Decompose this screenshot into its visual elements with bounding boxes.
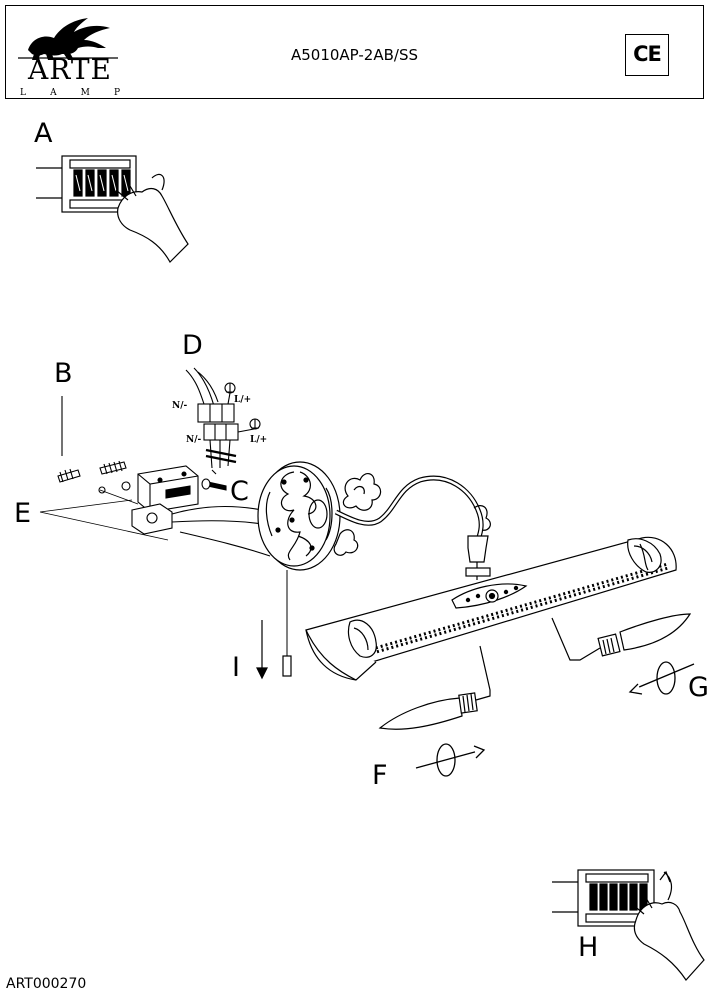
bulb-f-icon <box>378 645 491 730</box>
lamp-shade <box>305 536 677 681</box>
header-frame: ARTE L A M P A5010AP-2AB/SS CE <box>5 5 704 99</box>
step-label-c: C <box>230 476 249 507</box>
step-label-f: F <box>372 760 388 791</box>
hand-icon <box>115 173 189 263</box>
wire-label-live-bottom: L/+ <box>250 435 267 445</box>
wiring-detail-d <box>185 367 261 469</box>
ornate-backplate <box>257 461 341 677</box>
ce-mark: CE <box>625 34 669 76</box>
step-label-d: D <box>182 330 203 361</box>
rotate-arrow-f-icon <box>415 743 486 777</box>
brand-sub-letter: P <box>113 88 120 98</box>
wire-label-neutral-bottom: N/- <box>186 435 202 445</box>
wire-label-live-top: L/+ <box>234 395 251 405</box>
step-label-b: B <box>54 358 73 389</box>
brand-sub-letter: A <box>50 88 57 98</box>
wire-label-neutral-top: N/- <box>172 401 188 411</box>
model-number: A5010AP-2AB/SS <box>290 46 419 64</box>
griffin-logo-icon <box>18 18 118 60</box>
hand-icon <box>631 870 705 981</box>
bulb-g-icon <box>551 613 692 661</box>
rotate-arrow-g-icon <box>628 661 695 695</box>
step-label-e: E <box>14 498 31 529</box>
step-label-a: A <box>34 118 53 149</box>
brand-subtitle: L A M P <box>20 88 120 98</box>
pull-arrow-icon <box>256 620 268 680</box>
decorative-arm <box>333 473 491 580</box>
wall-bracket <box>39 396 271 557</box>
step-label-g: G <box>688 672 709 703</box>
document-code: ART000270 <box>6 976 87 992</box>
brand-sub-letter: M <box>80 88 90 98</box>
brand-name: ARTE <box>28 53 112 86</box>
step-label-i: I <box>232 652 240 683</box>
brand-sub-letter: L <box>20 88 26 98</box>
step-label-h: H <box>578 932 598 963</box>
